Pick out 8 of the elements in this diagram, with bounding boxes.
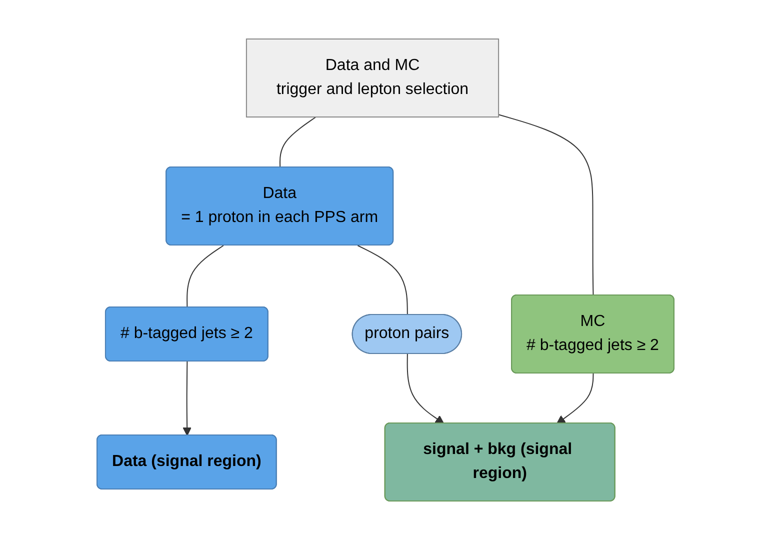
connector — [498, 114, 594, 296]
arrow — [556, 372, 594, 424]
node-box: Data and MC trigger and lepton selection — [246, 38, 500, 117]
connector — [357, 244, 408, 315]
arrow — [182, 360, 192, 436]
connector — [186, 244, 224, 308]
connector — [280, 116, 316, 168]
arrow — [406, 353, 444, 424]
